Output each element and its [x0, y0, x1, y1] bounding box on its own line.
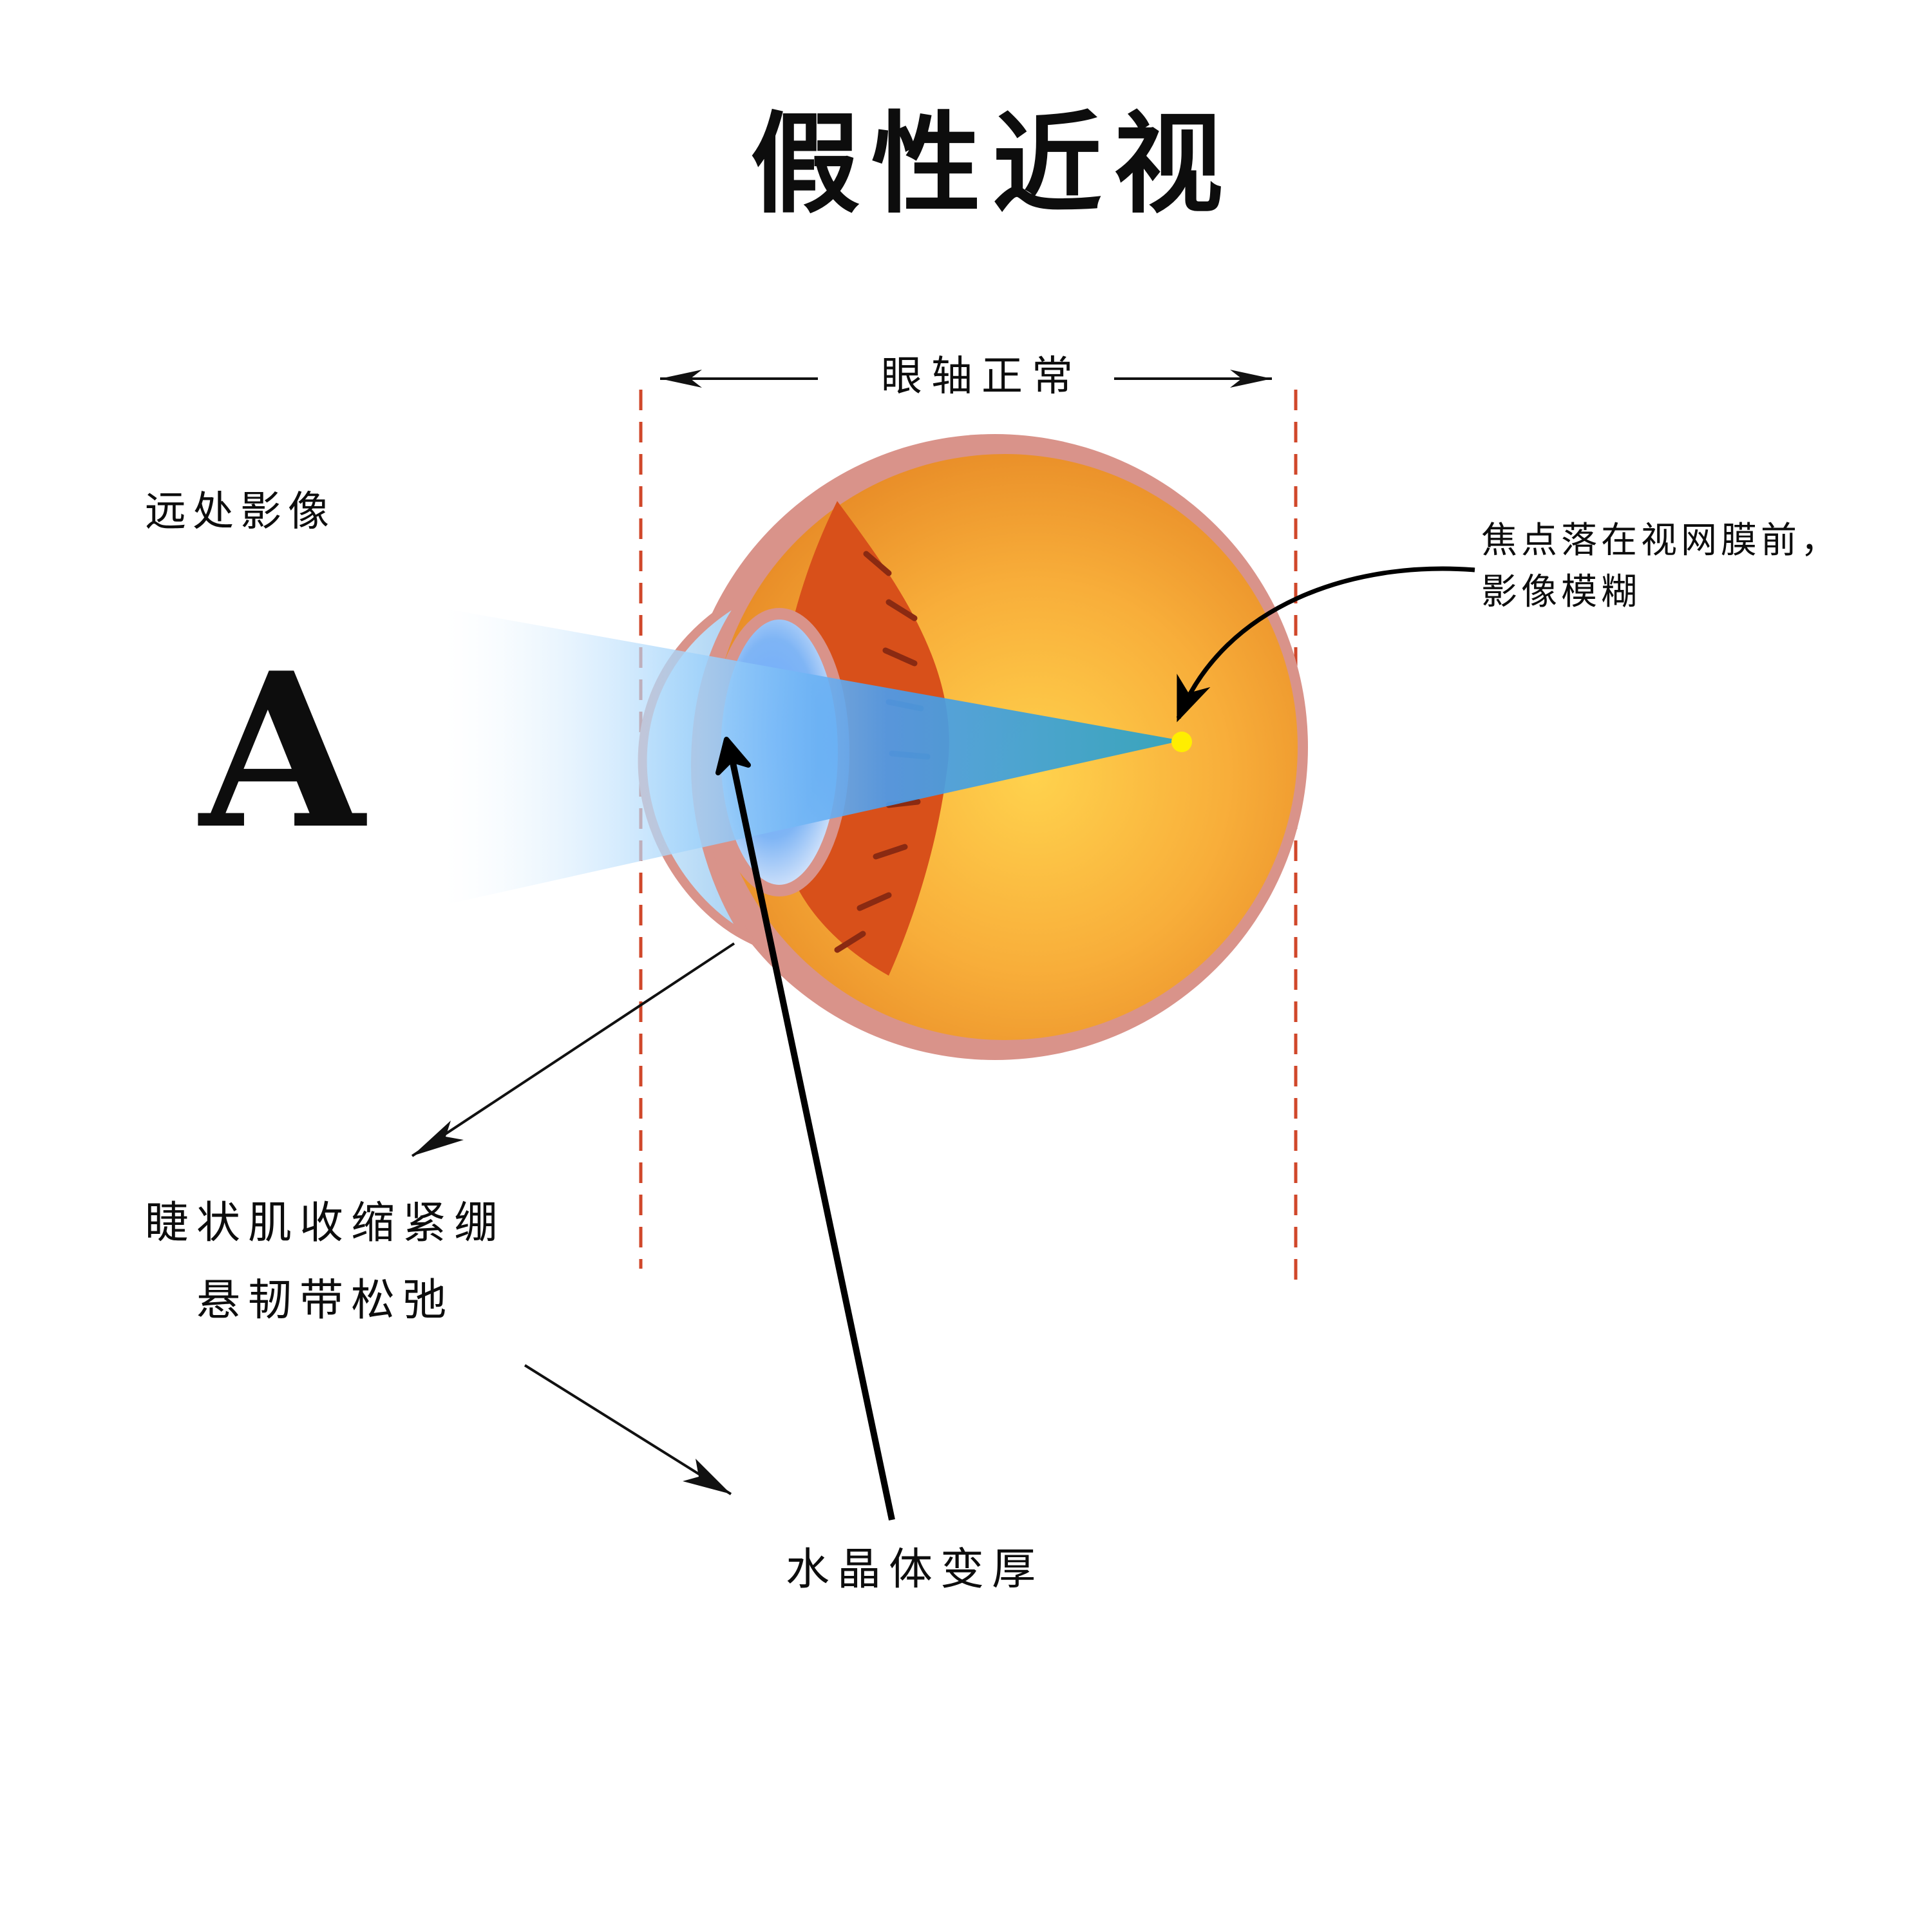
ciliary-arrow-outward: [411, 942, 735, 1157]
far-image-label: 远处影像: [145, 488, 336, 536]
page-title: 假性近视: [750, 101, 1235, 229]
focus-point: [1171, 732, 1192, 752]
axis-arrow-left: [660, 370, 818, 388]
focus-annotation-line2: 影像模糊: [1481, 571, 1641, 613]
ligament-arrow-inward: [524, 1364, 732, 1495]
axis-arrow-right: [1114, 370, 1272, 388]
light-beam: [444, 609, 1182, 905]
ciliary-annotation-line1: 睫状肌收缩紧绷: [145, 1198, 506, 1249]
axis-length-label: 眼轴正常: [869, 351, 1094, 402]
lens-annotation: 水晶体变厚: [786, 1544, 1044, 1595]
ciliary-annotation-line2: 悬韧带松弛: [196, 1275, 455, 1326]
far-object-letter: A: [200, 626, 365, 876]
focus-annotation: 焦点落在视网膜前， 影像模糊: [1481, 515, 1841, 618]
ciliary-annotation: 睫状肌收缩紧绷 悬韧带松弛: [145, 1185, 506, 1340]
lens-pointer-arrow: [715, 737, 895, 1521]
focus-pointer-arrow: [1176, 566, 1475, 723]
focus-annotation-line1: 焦点落在视网膜前，: [1481, 520, 1841, 562]
